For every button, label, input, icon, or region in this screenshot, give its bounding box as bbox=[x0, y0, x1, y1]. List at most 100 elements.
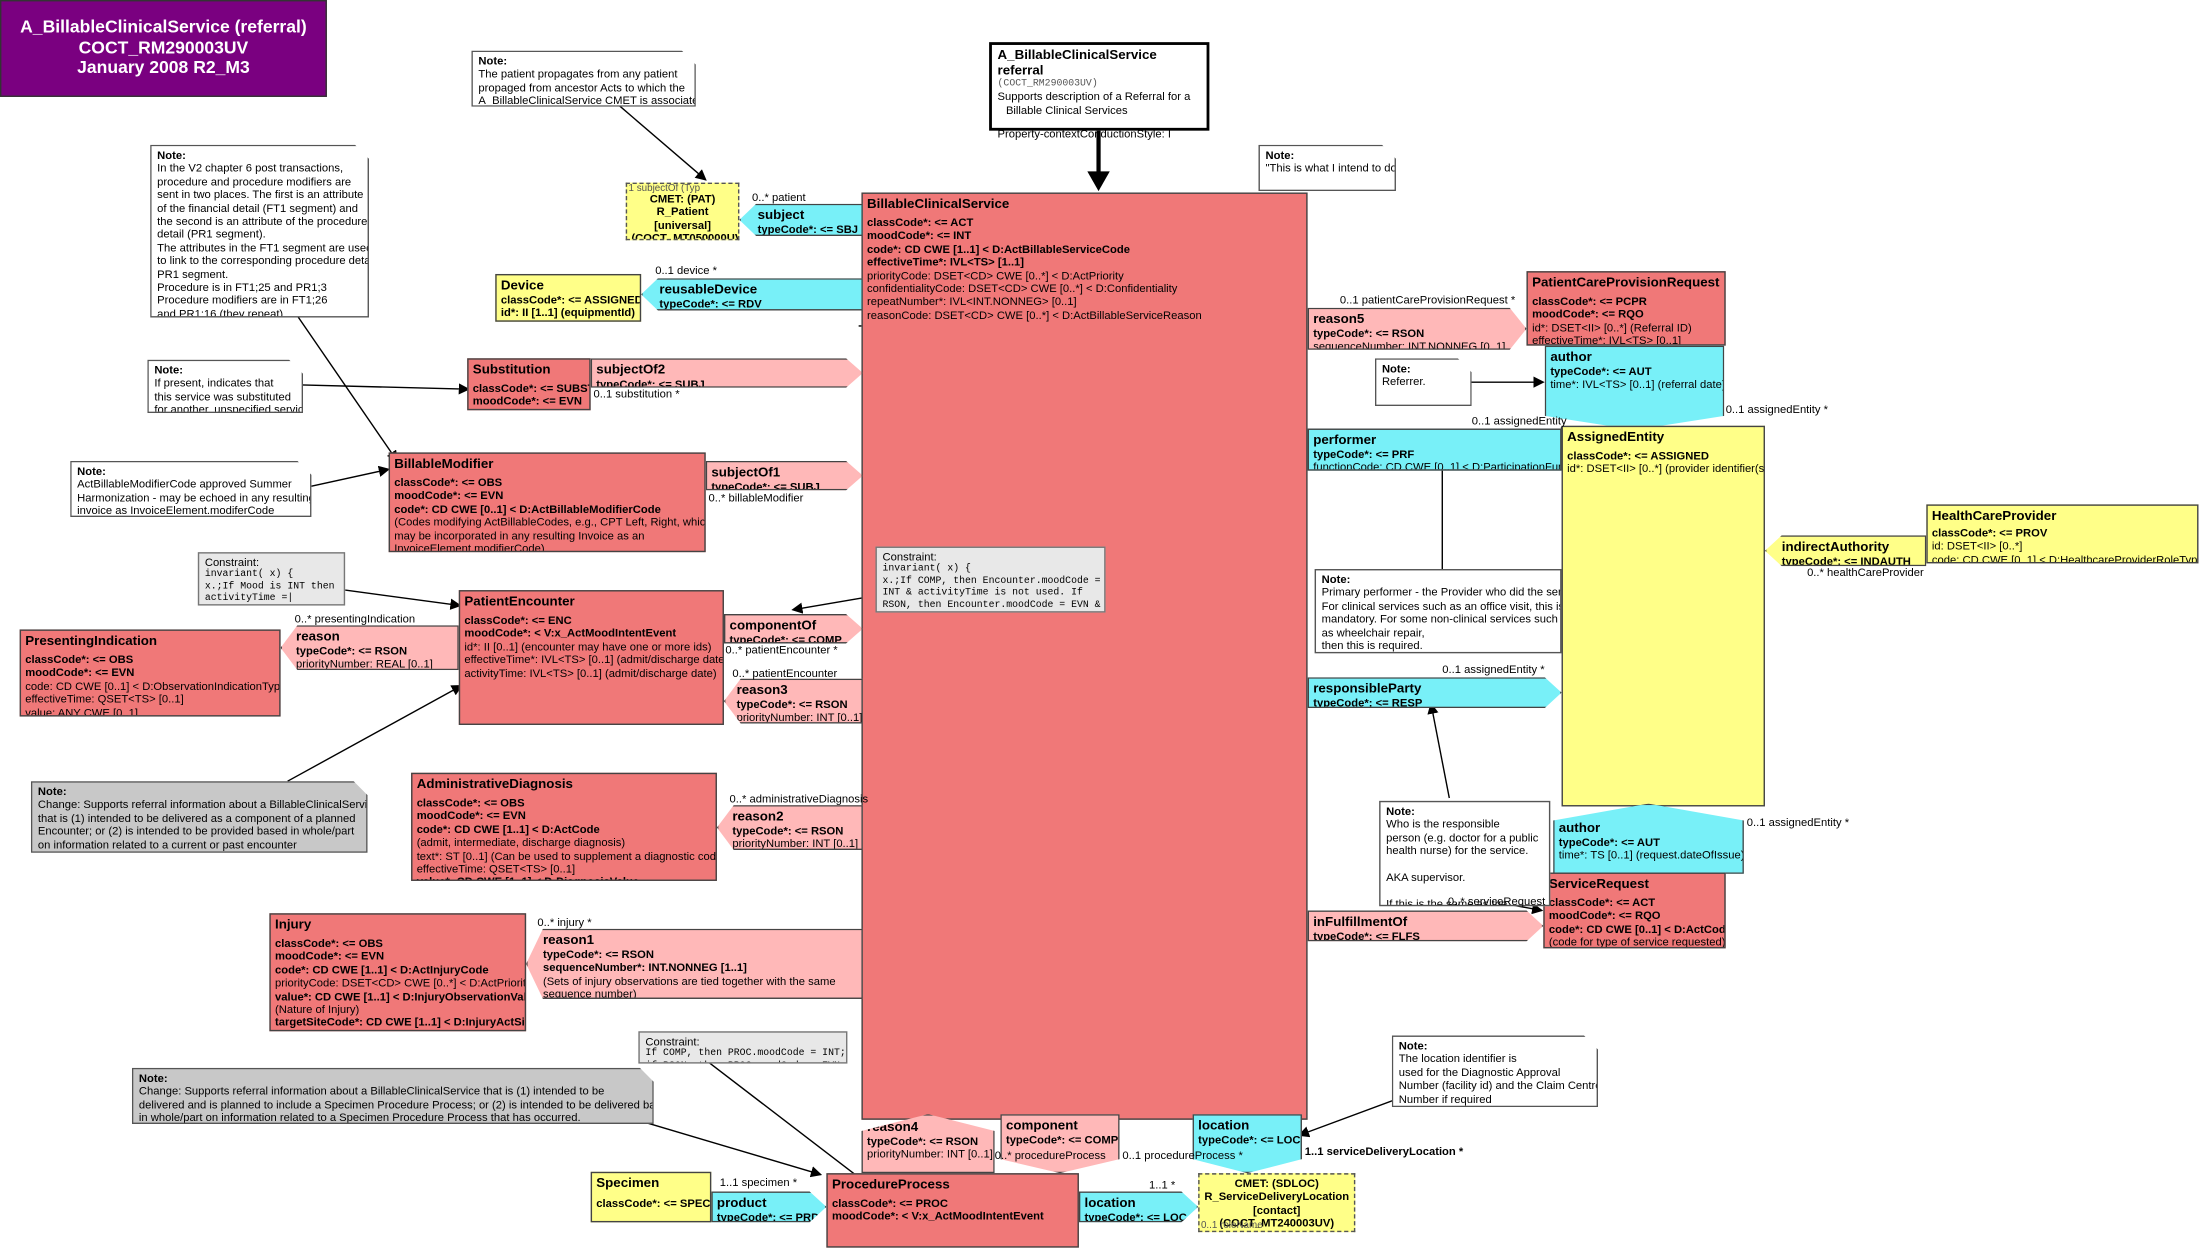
constraint-line: INT & activityTime is not used. If bbox=[882, 587, 1083, 599]
label-billable-modifier: 0..* billableModifier bbox=[708, 491, 804, 505]
note-line: Note: bbox=[77, 465, 106, 478]
label-assigned-entity-2: 0..1 assignedEntity * bbox=[1725, 403, 1829, 416]
attribute-line: code*: CD CWE [1..1] < D:ActCode bbox=[416, 823, 600, 836]
attribute-line: typeCode*: <= LOC bbox=[1084, 1211, 1187, 1223]
constraint-encounter: Constraint:invariant( x) { x.;If COMP, t… bbox=[875, 546, 1106, 613]
class-name: Device bbox=[500, 278, 544, 294]
note-line: The patient propagates from any patient bbox=[478, 68, 678, 81]
constraint-line: invariant( x) { bbox=[204, 569, 294, 581]
note-line: person (e.g. doctor for a public bbox=[1386, 831, 1539, 845]
attribute-line: value: ANY CWE [0..1] bbox=[25, 706, 138, 717]
attribute-line: classCode*: <= OBS bbox=[25, 653, 134, 666]
attribute-line: sequence number) bbox=[542, 988, 637, 999]
attribute-line: moodCode*: <= EVN bbox=[25, 666, 135, 680]
header-artifact-id: COCT_RM290003UV bbox=[78, 37, 249, 57]
label-injury: 0..* injury * bbox=[537, 916, 592, 929]
note-primary-performer: Note:Primary performer - the Provider wh… bbox=[1314, 569, 1562, 654]
constraint-line: x.;If Mood is INT then bbox=[204, 581, 335, 593]
entry-point-box: A_BillableClinicalService referral (COCT… bbox=[989, 42, 1210, 141]
attribute-line: typeCode*: <= RDV bbox=[659, 297, 762, 311]
class-name: ServiceRequest bbox=[1548, 876, 1649, 893]
note-line: PR1 segment. bbox=[157, 267, 229, 281]
note-line: Note: bbox=[1381, 362, 1411, 376]
attribute-line: id*: DSET<II> [0..*] (provider identifie… bbox=[1567, 462, 1765, 476]
constraint-line: RSON, then Encounter.moodCode = EVN & bbox=[882, 599, 1101, 611]
assoc-name: performer bbox=[1313, 432, 1377, 449]
attribute-line: typeCode*: <= SBJ bbox=[757, 223, 859, 237]
note-line: Note: bbox=[154, 363, 184, 377]
note-change-specimen: Note:Change: Supports referral informati… bbox=[132, 1068, 654, 1124]
attribute-line: id*: II [0..1] (encounter may have one o… bbox=[464, 640, 712, 654]
attribute-line: code*: CD CWE [0..1] < D:ActBillableModi… bbox=[394, 502, 661, 516]
constraint-line: Constraint: bbox=[645, 1035, 700, 1049]
attribute-line: [contact] bbox=[1253, 1203, 1301, 1217]
attribute-line: classCode*: <= ACT bbox=[1548, 896, 1656, 910]
constraint-line: Constraint: bbox=[204, 556, 260, 570]
header-date: January 2008 R2_M3 bbox=[77, 57, 250, 78]
class-name: AssignedEntity bbox=[1567, 429, 1665, 446]
attribute-line: functionCode: CD CWE [0..1] < D:Particip… bbox=[1313, 461, 1562, 471]
note-line: used for the Diagnostic Approval bbox=[1398, 1066, 1561, 1079]
entry-point-id: (COCT_RM290003UV) bbox=[997, 78, 1098, 90]
attribute-line: value*: CD CWE [1..1] < D:InjuryObservat… bbox=[274, 989, 527, 1003]
attribute-line: typeCode*: <= RSON bbox=[867, 1135, 979, 1148]
note-line: Number if required bbox=[1398, 1092, 1492, 1106]
note-line: Note: bbox=[1398, 1039, 1428, 1053]
attribute-line: typeCode*: <= COMP bbox=[729, 633, 842, 644]
note-line: ActBillableModifierCode approved Summer bbox=[77, 478, 292, 491]
class-name: BillableClinicalService bbox=[867, 196, 1010, 213]
attribute-line: typeCode*: <= AUT bbox=[1558, 835, 1660, 849]
constraint-line: activityTime =| bbox=[204, 593, 294, 605]
assoc-name: subject bbox=[757, 207, 805, 224]
note-line: and PR1;16 (they repeat) bbox=[157, 307, 284, 318]
attribute-line: effectiveTime*: IVL<TS> [0..1] (admit/di… bbox=[464, 653, 724, 667]
note-line: In the V2 chapter 6 post transactions, bbox=[157, 162, 344, 175]
class-name: BillableModifier bbox=[394, 456, 494, 473]
attribute-line: CMET: (PAT) bbox=[649, 192, 716, 206]
class-name: Substitution bbox=[472, 362, 551, 378]
attribute-line: classCode*: <= SUBST bbox=[472, 382, 591, 395]
constraint-line: invariant( x) { bbox=[882, 563, 971, 576]
class-name: HealthCareProvider bbox=[1931, 508, 2057, 525]
attribute-line: code: CD CWE [0..1] < D:ObservationIndic… bbox=[25, 679, 281, 693]
attribute-line: time*: TS [0..1] (request.dateOfIssue) bbox=[1558, 849, 1744, 862]
constraint-line: If COMP, then PROC.moodCode = INT; bbox=[645, 1048, 846, 1060]
note-line: AKA supervisor. bbox=[1386, 871, 1466, 884]
attribute-line: effectiveTime*: IVL<TS> [1..1] bbox=[867, 256, 1025, 269]
attribute-line: effectiveTime: QSET<TS> [0..1] bbox=[25, 692, 184, 706]
attribute-line: targetSiteCode*: CD CWE [1..1] < D:Injur… bbox=[274, 1016, 527, 1030]
attribute-line: sequenceNumber: INT.NONNEG [0..1] bbox=[1313, 340, 1506, 350]
attribute-line: id*: II [1..1] (equipmentId) bbox=[500, 306, 635, 320]
assoc-name: reason1 bbox=[542, 932, 595, 949]
note-line: that is (1) intended to be delivered as … bbox=[37, 811, 356, 825]
attribute-line: (Sets of injury observations are tied to… bbox=[542, 974, 836, 988]
attribute-line: moodCode*: < V:x_ActMoodIntentEvent bbox=[831, 1210, 1044, 1223]
assoc-name: componentOf bbox=[729, 618, 817, 634]
assoc-name: subjectOf2 bbox=[596, 362, 666, 378]
note-line: Encounter; or (2) is intended to be prov… bbox=[37, 825, 355, 838]
attribute-line: priorityCode: DSET<CD> CWE [0..*] < D:Ac… bbox=[274, 976, 527, 990]
note-line: Note: bbox=[1386, 805, 1415, 818]
attribute-line: CMET: (SDLOC) bbox=[1234, 1177, 1319, 1191]
note-line: health nurse) for the service. bbox=[1386, 844, 1529, 858]
note-line: invoice as InvoiceElement.modiferCode bbox=[77, 504, 275, 518]
class-name: PresentingIndication bbox=[25, 633, 158, 650]
attribute-line: classCode*: <= ASSIGNED bbox=[1567, 449, 1709, 463]
note-line: detail (PR1 segment). bbox=[157, 228, 266, 241]
note-line: Primary performer - the Provider who did… bbox=[1321, 586, 1562, 600]
label-patient-encounter-1: 0..* patientEncounter * bbox=[725, 643, 838, 657]
label-device: 0..1 device * bbox=[655, 264, 717, 277]
attribute-line: moodCode*: <= INT bbox=[867, 229, 972, 243]
assoc-name: reason2 bbox=[732, 809, 784, 825]
